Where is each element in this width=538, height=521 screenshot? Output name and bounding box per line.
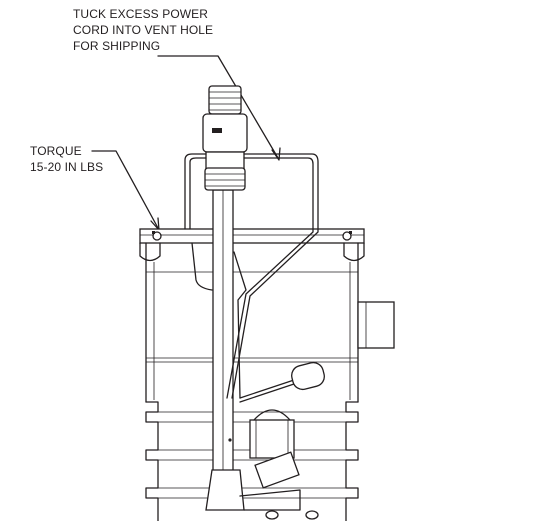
union-body — [202, 113, 248, 153]
union-bottom-nut — [204, 167, 246, 191]
torque-callout-line-1: TORQUE — [30, 144, 82, 158]
power-cord-callout-line-3: FOR SHIPPING — [73, 39, 161, 53]
power-cord-arrowhead — [271, 147, 281, 161]
motor-housing — [249, 419, 295, 459]
discharge-pipe — [202, 85, 248, 473]
union-label — [212, 128, 222, 133]
pump-motor — [205, 409, 319, 520]
torque-arrowhead — [150, 217, 160, 231]
leader-lines — [91, 55, 281, 231]
side-inlet — [357, 301, 395, 349]
basin-body — [139, 228, 365, 521]
float-ball — [291, 361, 325, 391]
power-cord-callout-line-1: TUCK EXCESS POWER — [73, 7, 209, 21]
torque-leader — [91, 150, 159, 229]
check-valve — [254, 451, 300, 489]
power-cords — [184, 153, 319, 399]
inlet-hub — [357, 301, 395, 349]
pump-volute — [205, 469, 245, 511]
torque-callout: TORQUE 15-20 IN LBS — [30, 143, 103, 175]
power-cord-callout-line-2: CORD INTO VENT HOLE — [73, 23, 214, 37]
basin-lid — [139, 228, 365, 244]
float-switch — [239, 361, 325, 403]
torque-callout-line-2: 15-20 IN LBS — [30, 160, 104, 174]
power-cord-callout: TUCK EXCESS POWER CORD INTO VENT HOLE FO… — [73, 6, 213, 54]
power-cord-leader — [157, 55, 279, 159]
